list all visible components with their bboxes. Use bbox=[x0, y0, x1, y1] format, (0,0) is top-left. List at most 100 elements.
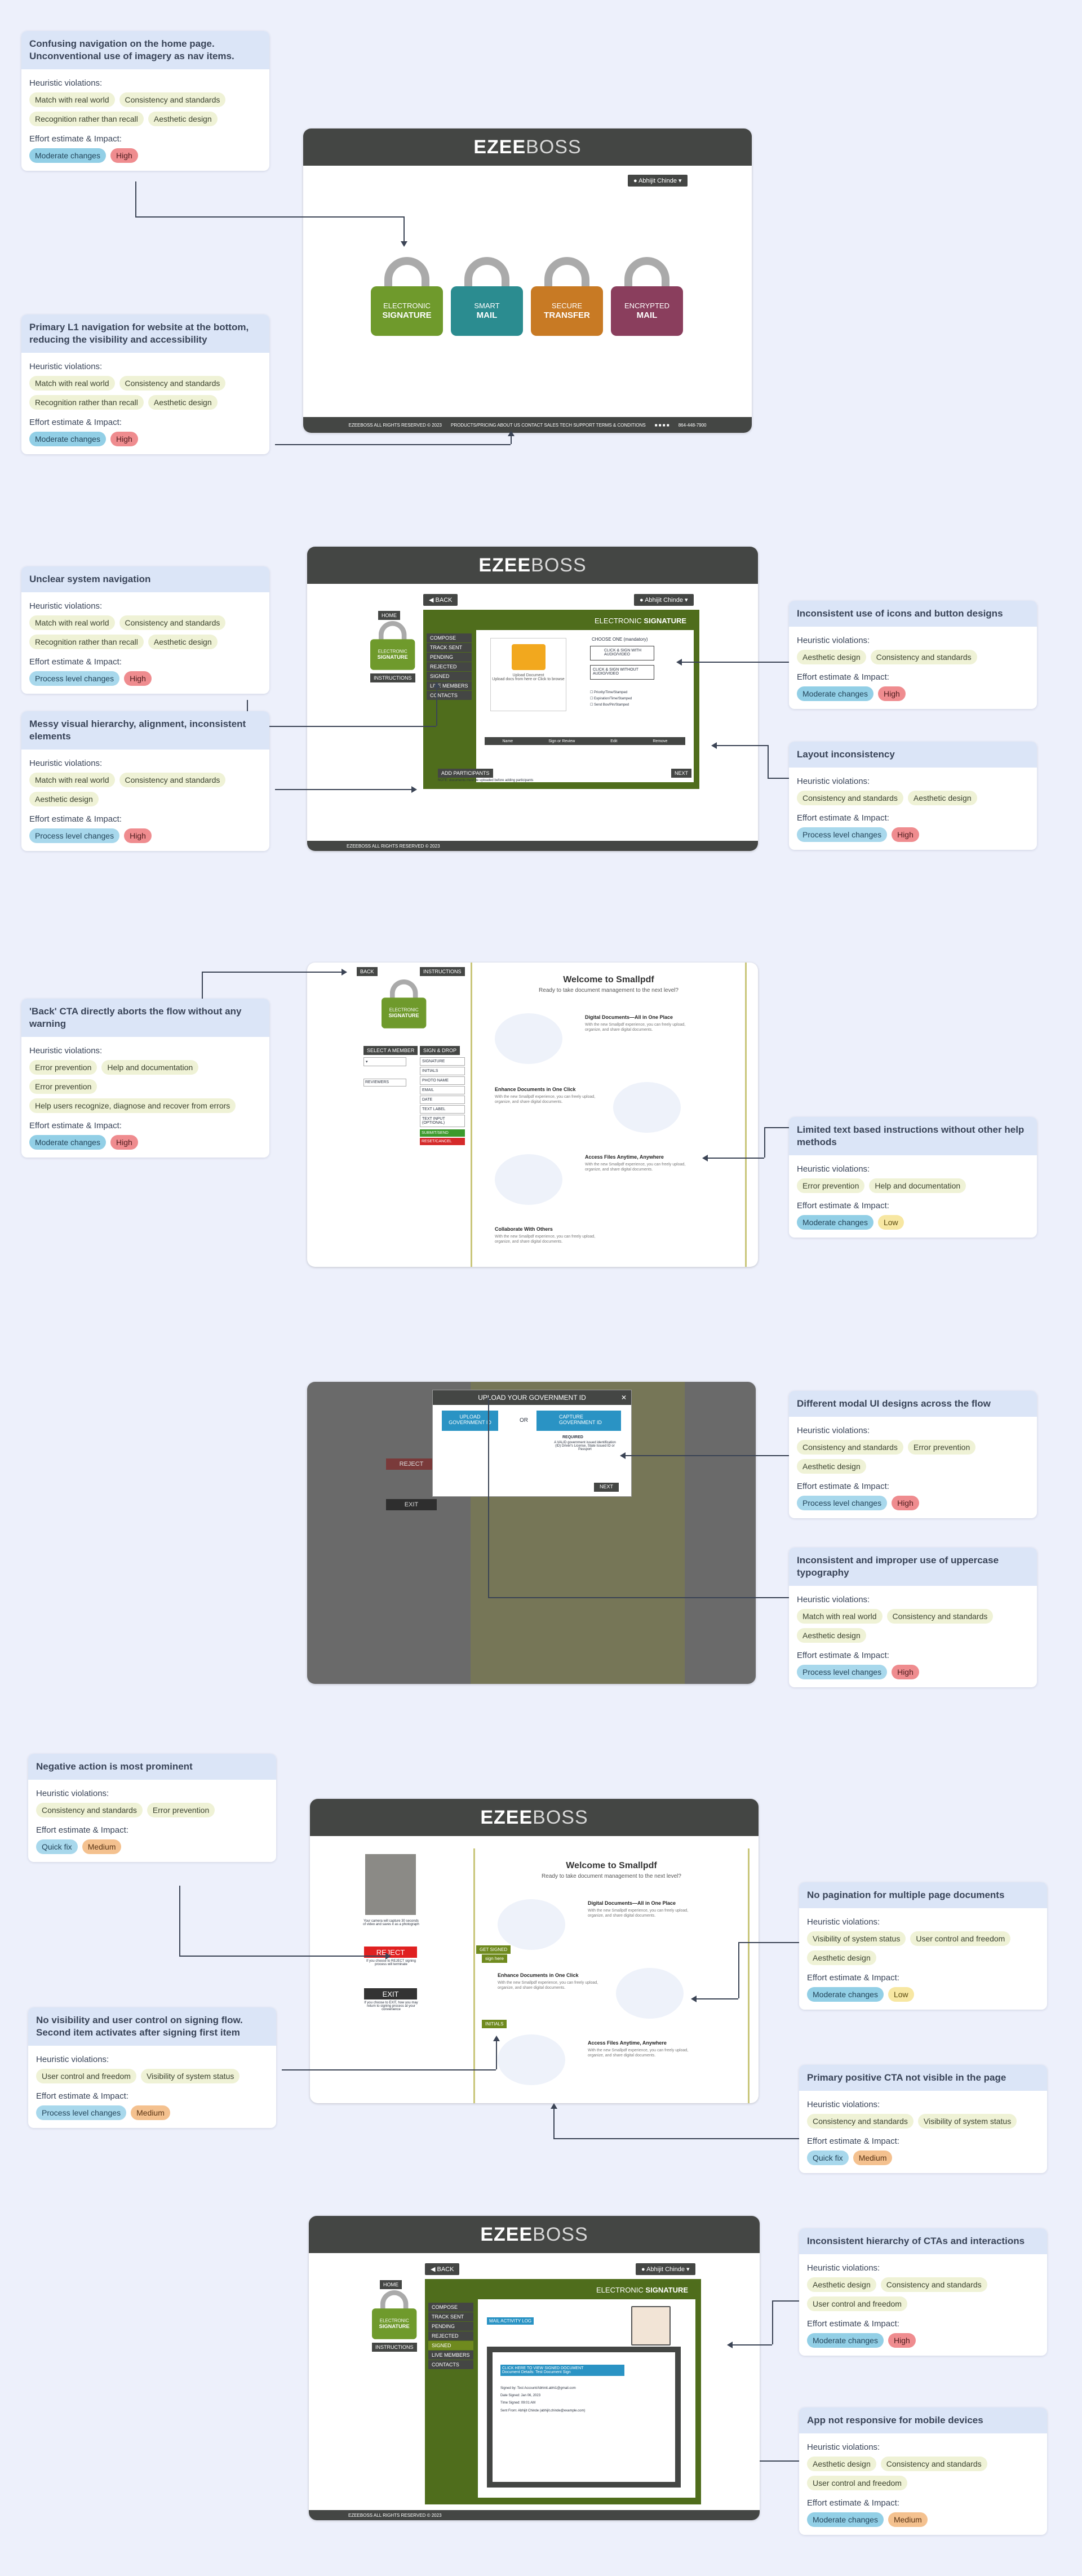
reset-button[interactable]: RESET/CANCEL bbox=[420, 1138, 465, 1145]
get-signed-tag[interactable]: GET SIGNED bbox=[476, 1945, 511, 1954]
required-label: REQUIRED bbox=[562, 1435, 583, 1439]
exit-button[interactable]: EXIT bbox=[364, 1988, 417, 1999]
add-participants-button[interactable]: ADD PARTICIPANTS bbox=[438, 769, 493, 778]
menu-signed[interactable]: SIGNED bbox=[427, 672, 472, 681]
option-expiration[interactable]: ☐ Expiration/Time/Stamped bbox=[590, 697, 632, 700]
back-button[interactable]: BACK bbox=[357, 967, 378, 976]
card-c3: Unclear system navigation Heuristic viol… bbox=[21, 566, 269, 694]
field-date[interactable]: DATE bbox=[420, 1096, 465, 1104]
field-signature[interactable]: SIGNATURE bbox=[420, 1057, 465, 1066]
required-text: A VALID government issued identification… bbox=[554, 1441, 616, 1451]
menu-track-sent[interactable]: TRACK SENT bbox=[427, 643, 472, 652]
back-button[interactable]: ◀ BACK bbox=[425, 2263, 460, 2275]
choose-label: CHOOSE ONE (mandatory) bbox=[592, 637, 648, 642]
dim-exit-button: EXIT bbox=[386, 1499, 437, 1510]
document-preview: Welcome to Smallpdf Ready to take docume… bbox=[471, 963, 747, 1267]
upload-id-button[interactable]: UPLOAD GOVERNMENT ID bbox=[442, 1411, 498, 1431]
sign-with-video-button[interactable]: CLICK & SIGN WITH AUDIO/VIDEO bbox=[590, 646, 654, 660]
card-c11: Negative action is most prominent Heuris… bbox=[28, 1754, 276, 1863]
sign-without-video-button[interactable]: CLICK & SIGN WITHOUT AUDIO/VIDEO bbox=[590, 665, 654, 680]
document-preview: Welcome to Smallpdf Ready to take docume… bbox=[473, 1848, 750, 2103]
modal-next-button[interactable]: NEXT bbox=[594, 1483, 619, 1492]
card-c15: Inconsistent hierarchy of CTAs and inter… bbox=[799, 2228, 1047, 2356]
next-button[interactable]: NEXT bbox=[671, 769, 692, 778]
submit-button[interactable]: SUBMIT/SEND bbox=[420, 1129, 465, 1137]
card-c9: Different modal UI designs across the fl… bbox=[789, 1391, 1037, 1519]
menu-rejected[interactable]: REJECTED bbox=[428, 2331, 473, 2340]
instructions-button[interactable]: INSTRUCTIONS bbox=[370, 673, 415, 682]
side-menu: COMPOSE TRACK SENT PENDING REJECTED SIGN… bbox=[428, 2303, 473, 2370]
reviewers-button[interactable]: REVIEWERS bbox=[363, 1079, 406, 1087]
field-buttons: SIGNATURE INITIALS PHOTO NAME EMAIL DATE… bbox=[420, 1057, 465, 1145]
close-icon[interactable]: ✕ bbox=[620, 1394, 627, 1402]
menu-contacts[interactable]: CONTACTS bbox=[428, 2360, 473, 2369]
capture-id-button[interactable]: CAPTURE GOVERNMENT ID bbox=[536, 1411, 621, 1431]
field-text-label[interactable]: TEXT LABEL bbox=[420, 1105, 465, 1114]
user-menu-button[interactable]: ● Abhijit Chinde ▾ bbox=[636, 2263, 695, 2275]
reject-note: If you choose to REJECT signing process … bbox=[366, 1959, 416, 1966]
sign-drop-label: SIGN & DROP bbox=[420, 1046, 460, 1055]
upload-id-modal: UPLOAD YOUR GOVERNMENT ID✕ UPLOAD GOVERN… bbox=[432, 1390, 632, 1497]
footer-links[interactable]: PRODUCTS/PRICING ABOUT US CONTACT SALES … bbox=[451, 422, 646, 428]
card-c2: Primary L1 navigation for website at the… bbox=[21, 314, 269, 455]
card-c6: Layout inconsistency Heuristic violation… bbox=[789, 742, 1037, 850]
card-c16: App not responsive for mobile devices He… bbox=[799, 2407, 1047, 2535]
menu-pending[interactable]: PENDING bbox=[428, 2322, 473, 2331]
option-sendbox[interactable]: ☐ Send Box/Pin/Stamped bbox=[590, 703, 629, 707]
card-c4: Messy visual hierarchy, alignment, incon… bbox=[21, 711, 269, 852]
menu-contacts[interactable]: CONTACTS bbox=[427, 691, 472, 700]
select-member-label: SELECT A MEMBER bbox=[363, 1046, 418, 1055]
member-dropdown[interactable]: ▾ bbox=[363, 1057, 406, 1066]
field-photo-name[interactable]: PHOTO NAME bbox=[420, 1076, 465, 1085]
activity-lines: Signed by: Test Account/Abhinit.abhi1@gm… bbox=[500, 2387, 586, 2413]
sign-here-tag[interactable]: sign here bbox=[482, 1954, 507, 1963]
user-menu-button[interactable]: ● Abhijit Chinde ▾ bbox=[628, 175, 688, 187]
modal-screenshot: REJECT EXIT UPLOAD YOUR GOVERNMENT ID✕ U… bbox=[307, 1382, 756, 1684]
home-button[interactable]: HOME bbox=[380, 2280, 402, 2289]
instructions-button[interactable]: INSTRUCTIONS bbox=[372, 2343, 417, 2352]
back-button[interactable]: ◀ BACK bbox=[423, 594, 458, 606]
card-c13: No pagination for multiple page document… bbox=[799, 1882, 1047, 2010]
field-initials[interactable]: INITIALS bbox=[420, 1067, 465, 1075]
card-c10: Inconsistent and improper use of upperca… bbox=[789, 1548, 1037, 1688]
menu-compose[interactable]: COMPOSE bbox=[428, 2303, 473, 2312]
menu-live-members[interactable]: LIVE MEMBERS bbox=[428, 2351, 473, 2360]
video-preview bbox=[365, 1854, 416, 1915]
field-text-input[interactable]: TEXT INPUT (OPTIONAL) bbox=[420, 1115, 465, 1127]
modal-header: UPLOAD YOUR GOVERNMENT ID✕ bbox=[433, 1390, 631, 1405]
card-c5: Inconsistent use of icons and button des… bbox=[789, 601, 1037, 710]
menu-pending[interactable]: PENDING bbox=[427, 653, 472, 662]
card-c7: 'Back' CTA directly aborts the flow with… bbox=[21, 999, 269, 1158]
initials-tag[interactable]: INITIALS bbox=[482, 2020, 507, 2028]
avatar bbox=[631, 2306, 671, 2346]
menu-track-sent[interactable]: TRACK SENT bbox=[428, 2312, 473, 2321]
menu-compose[interactable]: COMPOSE bbox=[427, 633, 472, 642]
option-priority[interactable]: ☐ Priority/Time/Stamped bbox=[590, 691, 628, 694]
instructions-button[interactable]: INSTRUCTIONS bbox=[420, 967, 465, 976]
exit-note: If you choose to EXIT, how you may retur… bbox=[364, 2001, 418, 2011]
user-menu-button[interactable]: ● Abhijit Chinde ▾ bbox=[634, 594, 694, 606]
options-list: ☐ Priority/Time/Stamped ☐ Expiration/Tim… bbox=[590, 690, 632, 708]
menu-rejected[interactable]: REJECTED bbox=[427, 662, 472, 671]
video-caption: Your camera will capture 30 seconds of v… bbox=[363, 1919, 419, 1926]
reject-button[interactable]: REJECT bbox=[364, 1947, 417, 1958]
home-button[interactable]: HOME bbox=[378, 611, 400, 620]
dim-reject-button: REJECT bbox=[386, 1458, 437, 1470]
esig-title: ELECTRONIC SIGNATURE bbox=[595, 617, 687, 625]
menu-signed[interactable]: SIGNED bbox=[428, 2341, 473, 2350]
field-email[interactable]: EMAIL bbox=[420, 1086, 465, 1094]
activity-title: MAIL ACTIVITY LOG bbox=[487, 2317, 534, 2325]
